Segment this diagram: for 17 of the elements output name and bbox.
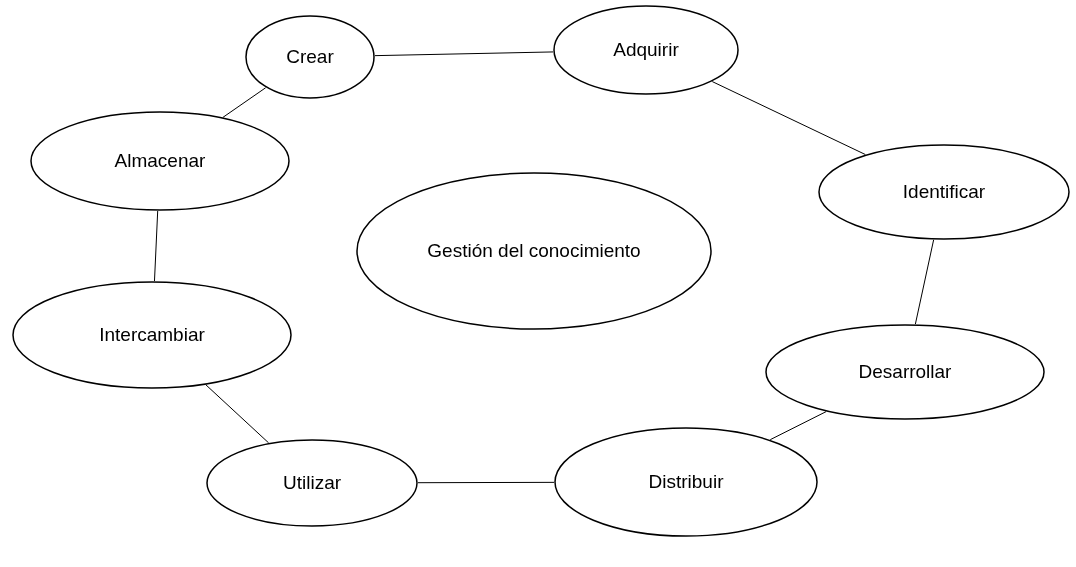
connector-line [222, 87, 267, 118]
connector-line [769, 411, 827, 441]
process-ellipse: Almacenar [30, 111, 290, 211]
process-ellipse: Distribuir [554, 427, 818, 537]
connector-line [154, 210, 159, 282]
process-ellipse: Crear [245, 15, 375, 99]
process-ellipse: Utilizar [206, 439, 418, 527]
connector-line [205, 384, 270, 444]
process-ellipse: Gestión del conocimiento [356, 172, 712, 330]
connector-line [914, 239, 935, 325]
connector-line [417, 481, 555, 484]
process-ellipse: Desarrollar [765, 324, 1045, 420]
process-ellipse: Adquirir [553, 5, 739, 95]
process-ellipse: Intercambiar [12, 281, 292, 389]
connector-line [711, 81, 866, 155]
connector-line [374, 51, 554, 57]
process-ellipse: Identificar [818, 144, 1070, 240]
